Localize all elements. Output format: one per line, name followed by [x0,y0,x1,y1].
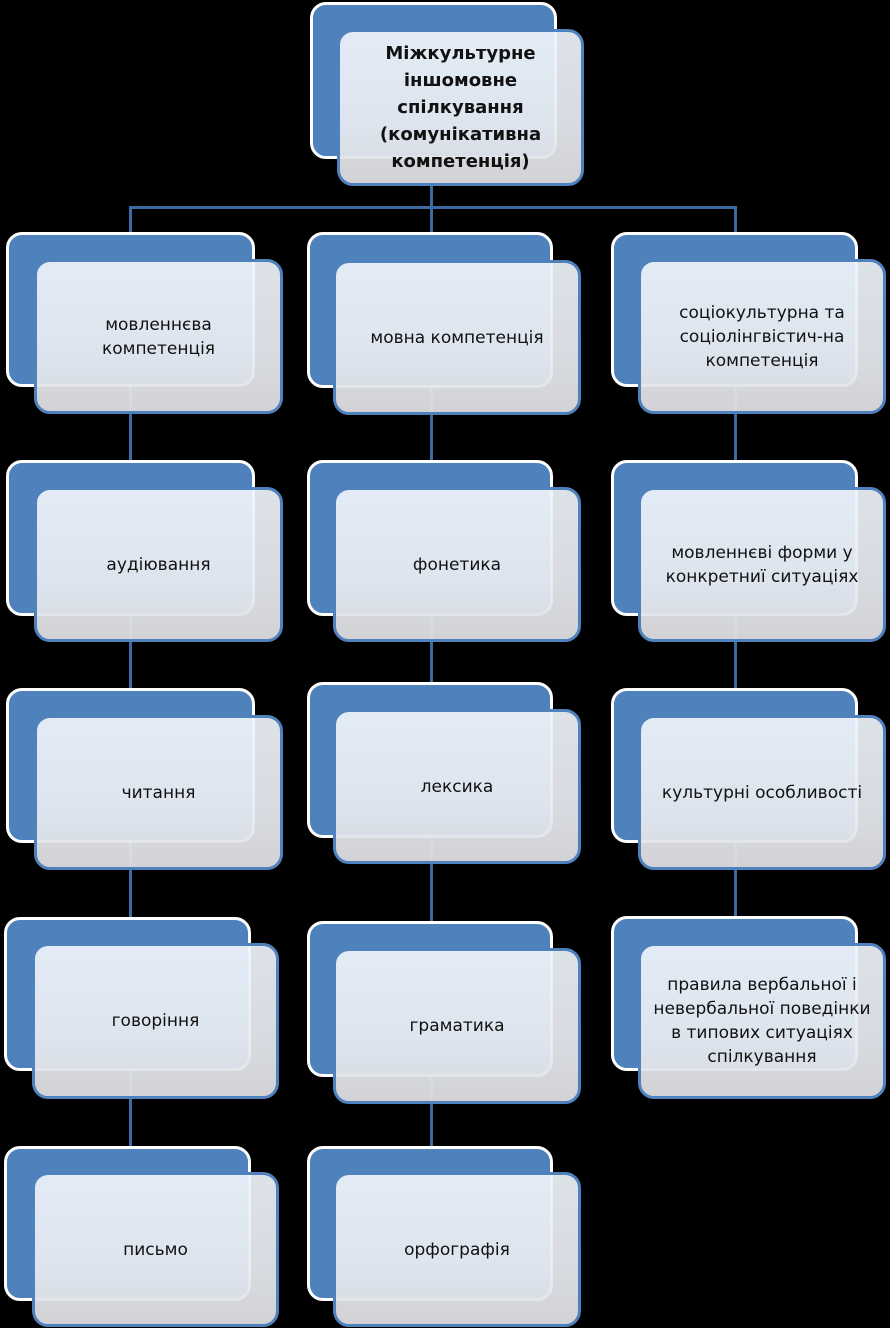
node-label: мовленнєві форми у конкретниї ситуаціях [638,487,886,642]
node-label: культурні особливості [638,715,886,870]
node-label: мовна компетенція [333,260,581,415]
node-label: мовленнєва компетенція [34,259,283,414]
node-label: орфографія [333,1172,581,1327]
node-label: фонетика [333,487,581,642]
node-label: говоріння [32,943,279,1099]
node-label: лексика [333,709,581,864]
node-label: правила вербальної і невербальної поведі… [638,943,886,1099]
node-label: читання [34,715,283,870]
root-label: Міжкультурне іншомовне спілкування (кому… [337,29,584,186]
node-label: соціокультурна та соціолінгвістич-на ком… [638,259,886,414]
node-label: граматика [333,948,581,1104]
node-label: аудіювання [34,487,283,642]
node-label: письмо [32,1172,279,1327]
connector [430,183,433,209]
